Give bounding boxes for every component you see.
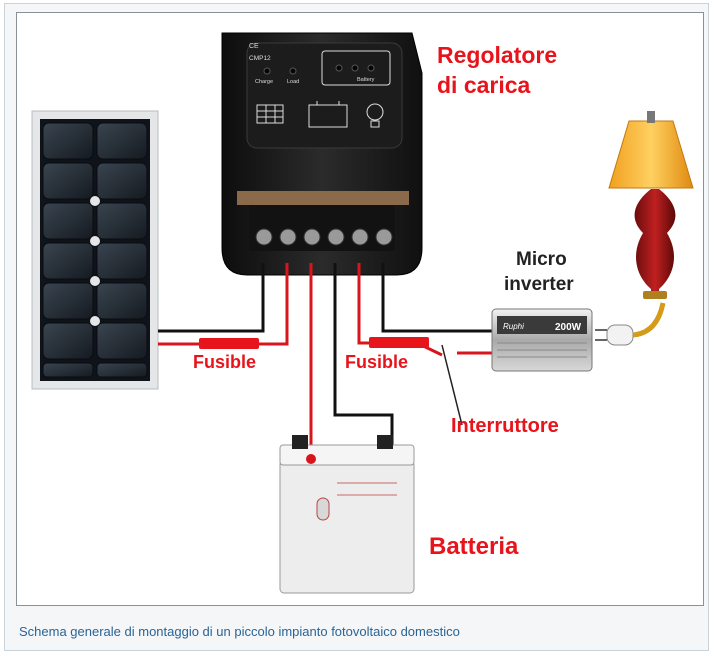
panel-symbol-icon bbox=[256, 104, 284, 124]
figure-caption: Schema generale di montaggio di un picco… bbox=[19, 624, 460, 639]
switch-label: Interruttore bbox=[451, 415, 559, 437]
charge-controller: CE CMP12 Charge Load Battery bbox=[221, 32, 423, 276]
terminal-block bbox=[255, 228, 393, 246]
fuse-left-label: Fusible bbox=[193, 352, 256, 372]
fuse-right-label: Fusible bbox=[345, 352, 408, 372]
pv-installation-diagram: CE CMP12 Charge Load Battery bbox=[31, 32, 694, 594]
inverter-brand: Ruphi bbox=[503, 322, 524, 331]
fuse-right bbox=[369, 337, 429, 348]
micro-inverter: Ruphi 200W bbox=[491, 308, 593, 372]
controller-label-line1: Regolatore bbox=[437, 42, 557, 68]
inverter-label-line2: inverter bbox=[504, 274, 574, 295]
figure-frame: CE CMP12 Charge Load Battery bbox=[4, 3, 709, 651]
lamp-icon bbox=[608, 111, 694, 299]
ce-mark: CE bbox=[249, 43, 259, 50]
led-charge-label: Charge bbox=[255, 79, 273, 85]
controller-model: CMP12 bbox=[249, 55, 271, 62]
led-load-label: Load bbox=[287, 79, 299, 85]
fuse-left bbox=[199, 338, 259, 349]
battery bbox=[279, 435, 415, 594]
battery-symbol-icon bbox=[308, 101, 348, 128]
controller-label-line2: di carica bbox=[437, 72, 531, 98]
bulb-symbol-icon bbox=[366, 103, 384, 128]
led-battery-label: Battery bbox=[357, 77, 375, 83]
inverter-label-line1: Micro bbox=[516, 249, 567, 270]
diagram-figure: CE CMP12 Charge Load Battery bbox=[16, 12, 704, 606]
plug-icon bbox=[595, 302, 666, 346]
solar-panel bbox=[31, 110, 159, 390]
battery-label: Batteria bbox=[429, 533, 519, 560]
inverter-power: 200W bbox=[555, 322, 582, 333]
